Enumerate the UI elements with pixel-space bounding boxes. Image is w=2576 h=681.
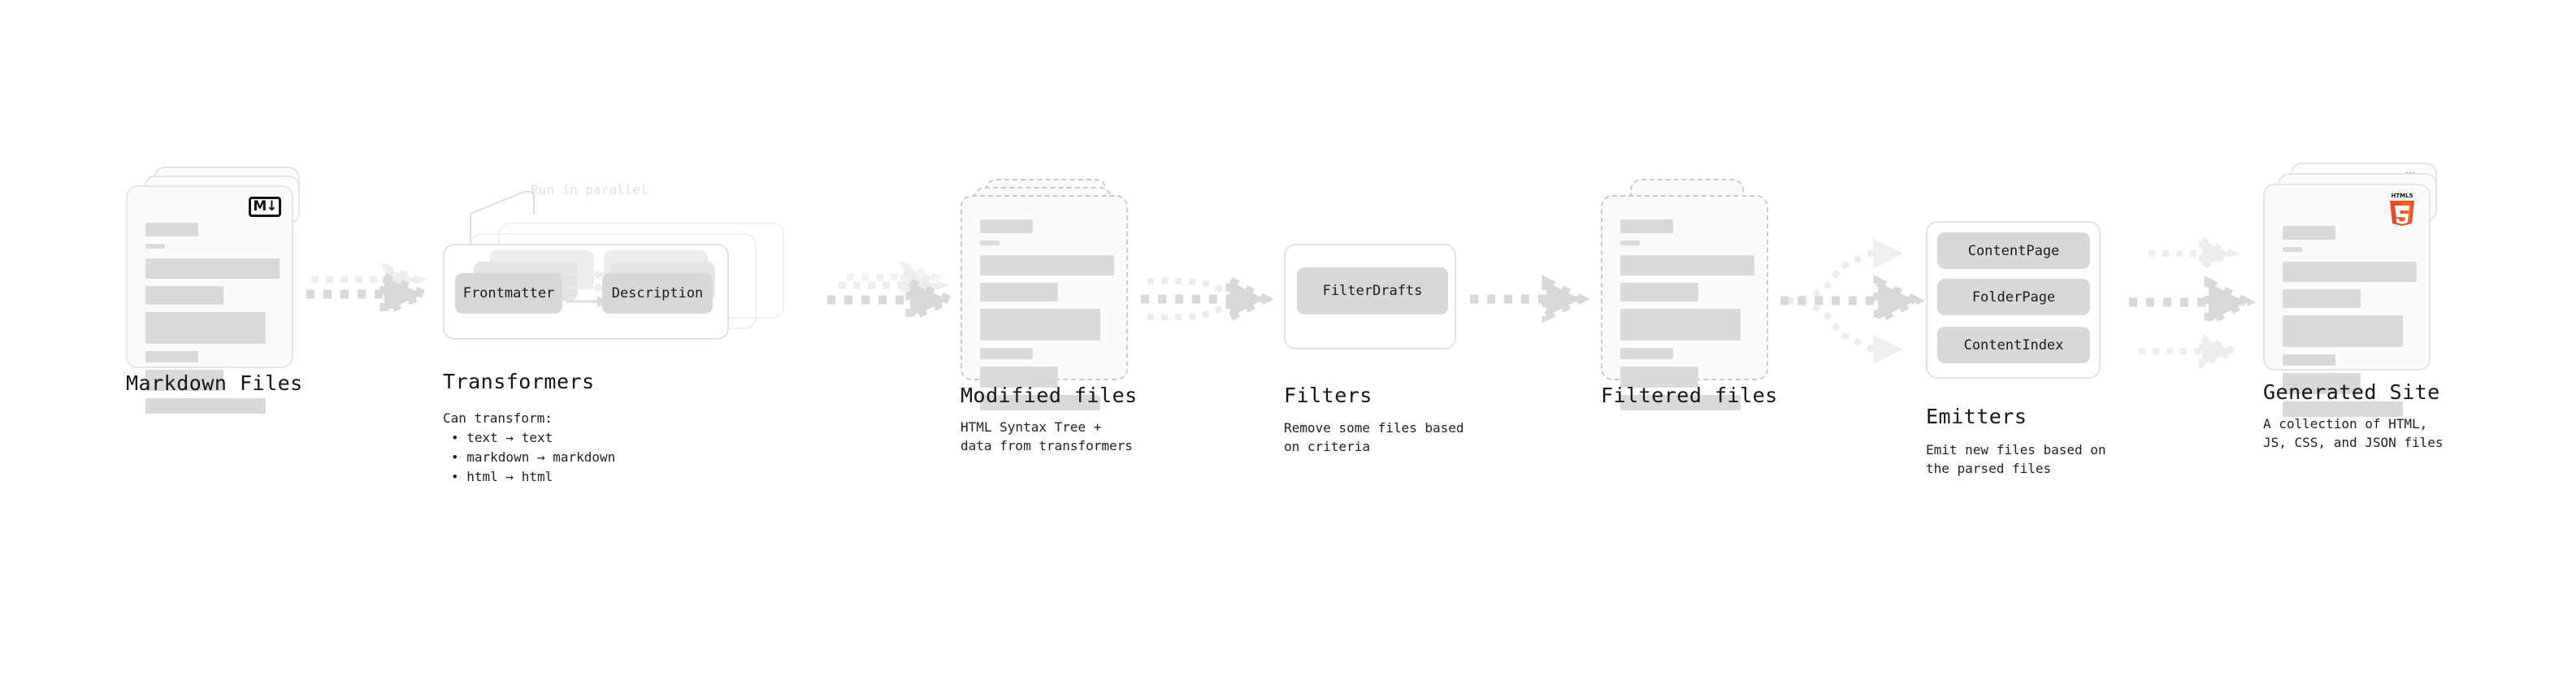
filtered-card-front <box>1601 195 1768 410</box>
generated-site-sub-2: JS, CSS, and JSON files <box>2263 435 2444 450</box>
content-bar <box>1620 367 1698 388</box>
transformers-bullet-3: • html → html <box>451 469 553 484</box>
connector-md-to-transformers <box>306 262 435 319</box>
content-bar <box>980 309 1100 340</box>
content-bar <box>980 283 1058 301</box>
content-bar <box>980 367 1058 388</box>
content-bar <box>2283 247 2302 252</box>
content-bar <box>980 348 1033 359</box>
emitter-pill-folderpage[interactable]: FolderPage <box>1937 279 2090 315</box>
content-bar <box>145 351 198 362</box>
content-bar <box>1620 395 1741 410</box>
emitters-sub-1: Emit new files based on <box>1926 442 2106 458</box>
emitters-title: Emitters <box>1926 405 2027 428</box>
modified-card-front <box>961 195 1128 410</box>
transformers-bullet-2: • markdown → markdown <box>451 449 616 465</box>
modified-card-content <box>980 219 1114 418</box>
stage-filtered-files: Filtered files <box>1601 179 1780 410</box>
markdown-card-front: M↓ <box>126 185 293 414</box>
site-card-front-html: HTML5 <box>2263 184 2431 417</box>
content-bar <box>2283 262 2417 282</box>
content-bar <box>980 219 1033 233</box>
modified-files-title: Modified files <box>961 384 1138 407</box>
transformer-pill-description[interactable]: Description <box>602 273 713 314</box>
modified-files-sub-2: data from transformers <box>961 438 1133 453</box>
content-bar <box>1620 283 1698 301</box>
parallel-bracket-icon <box>470 191 535 249</box>
transformers-title: Transformers <box>443 370 595 393</box>
content-bar <box>1620 348 1673 359</box>
content-bar <box>980 241 1000 245</box>
content-bar <box>145 244 165 249</box>
filters-sub-2: on criteria <box>1284 439 1370 454</box>
html5-badge-text: HTML5 <box>2392 193 2413 199</box>
content-bar <box>1620 241 1640 245</box>
content-bar <box>145 370 223 391</box>
content-bar <box>2283 226 2335 240</box>
html5-badge: HTML5 <box>2387 190 2418 226</box>
content-bar <box>145 398 266 414</box>
emitter-pill-contentpage[interactable]: ContentPage <box>1937 232 2090 269</box>
filters-title: Filters <box>1284 384 1373 407</box>
content-bar <box>145 223 198 236</box>
generated-site-title: Generated Site <box>2263 380 2440 404</box>
modified-files-sub-1: HTML Syntax Tree + <box>961 419 1102 435</box>
site-card-stack: CSS HTML5 <box>2263 163 2450 417</box>
run-in-parallel-label: Run in parallel <box>531 182 648 197</box>
modified-card-stack <box>961 179 1139 410</box>
filtered-card-stack <box>1601 179 1780 410</box>
markdown-badge: M↓ <box>249 197 281 217</box>
markdown-files-title: Markdown Files <box>126 371 303 395</box>
filtered-card-content <box>1620 219 1754 418</box>
content-bar <box>2283 289 2361 308</box>
connector-filters-to-filtered <box>1470 275 1591 323</box>
content-bar <box>2283 315 2403 347</box>
content-bar <box>980 255 1114 275</box>
connector-emitters-to-site <box>2129 235 2256 369</box>
transformer-pill-frontmatter[interactable]: Frontmatter <box>455 273 562 314</box>
content-bar <box>2283 373 2361 394</box>
content-bar <box>980 395 1100 410</box>
connector-transformers-to-modified <box>827 260 961 324</box>
filtered-files-title: Filtered files <box>1601 384 1778 407</box>
markdown-card-content <box>145 223 280 421</box>
filters-sub-1: Remove some files based <box>1284 420 1464 436</box>
filter-pill-filterdrafts[interactable]: FilterDrafts <box>1297 267 1448 314</box>
generated-site-sub-1: A collection of HTML, <box>2263 416 2428 432</box>
html5-badge-icon: HTML5 <box>2390 193 2414 226</box>
transformers-bullet-1: • text → text <box>451 430 553 445</box>
stage-markdown-files: M↓ Markdown Files <box>126 167 313 414</box>
content-bar <box>145 258 280 279</box>
site-card-content <box>2283 226 2417 424</box>
connector-modified-to-filters <box>1141 273 1274 325</box>
content-bar <box>2283 401 2403 417</box>
transformers-note: Can transform: <box>443 410 553 426</box>
content-bar <box>145 286 223 305</box>
content-bar <box>1620 255 1754 275</box>
content-bar <box>2283 354 2335 366</box>
content-bar <box>1620 309 1741 340</box>
markdown-card-stack: M↓ <box>126 167 313 414</box>
content-bar <box>1620 219 1673 233</box>
stage-generated-site: CSS HTML5 <box>2263 163 2450 450</box>
content-bar <box>145 312 266 344</box>
emitter-pill-contentindex[interactable]: ContentIndex <box>1937 327 2090 363</box>
connector-filtered-to-emitters <box>1780 239 1926 364</box>
stage-modified-files: Modified files HTML Syntax Tree + data f… <box>961 179 1139 453</box>
emitters-sub-2: the parsed files <box>1926 461 2052 476</box>
